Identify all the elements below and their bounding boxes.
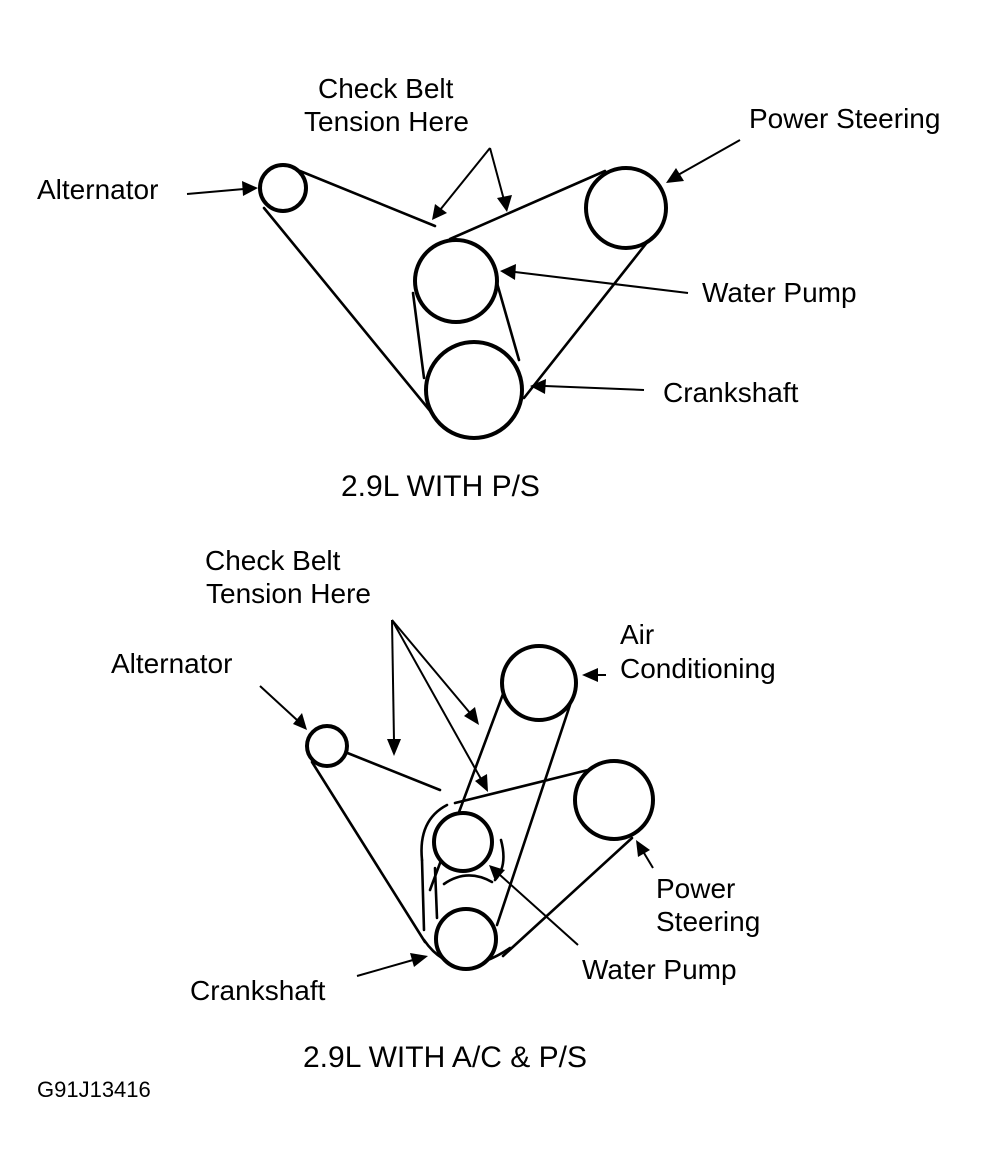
diagram-top: Check Belt Tension Here Power Steering A…	[37, 73, 940, 503]
alternator-pulley	[305, 724, 349, 768]
power-steering-pulley	[584, 166, 668, 250]
label-alternator: Alternator	[111, 648, 232, 679]
power-steering-leader	[636, 840, 654, 869]
air-conditioning-pulley	[500, 644, 578, 722]
label-power-steering-line2: Steering	[656, 906, 760, 937]
alternator-pulley	[258, 163, 308, 213]
alternator-leader	[259, 685, 307, 730]
caption-top: 2.9L WITH P/S	[341, 470, 540, 503]
check-belt-arrows	[387, 619, 488, 792]
crankshaft-pulley	[424, 340, 524, 440]
label-alternator: Alternator	[37, 174, 158, 205]
power-steering-pulley	[573, 759, 655, 841]
label-check-belt-line1: Check Belt	[205, 545, 341, 576]
label-crankshaft: Crankshaft	[190, 975, 326, 1006]
label-check-belt-line2: Tension Here	[304, 106, 469, 137]
caption-bottom: 2.9L WITH A/C & P/S	[303, 1041, 587, 1074]
crankshaft-leader	[356, 953, 428, 977]
water-pump-leader	[500, 264, 689, 294]
label-check-belt-line1: Check Belt	[318, 73, 454, 104]
water-pump-pulley	[413, 238, 499, 324]
label-power-steering: Power Steering	[749, 103, 940, 134]
label-power-steering-line1: Power	[656, 873, 735, 904]
label-air-line1: Air	[620, 619, 654, 650]
water-pump-leader	[489, 865, 579, 946]
crankshaft-leader	[530, 379, 645, 394]
alternator-leader	[186, 181, 258, 196]
power-steering-leader	[666, 139, 741, 183]
crankshaft-pulley	[434, 907, 498, 971]
label-water-pump: Water Pump	[702, 277, 857, 308]
label-check-belt-line2: Tension Here	[206, 578, 371, 609]
air-conditioning-leader	[582, 668, 606, 682]
belt-top	[262, 169, 662, 435]
diagram-bottom: Check Belt Tension Here Air Conditioning…	[111, 545, 776, 1074]
label-air-line2: Conditioning	[620, 653, 776, 684]
figure-code: G91J13416	[37, 1077, 151, 1102]
label-water-pump: Water Pump	[582, 954, 737, 985]
check-belt-arrows	[432, 147, 512, 220]
water-pump-pulley	[432, 811, 494, 873]
label-crankshaft: Crankshaft	[663, 377, 799, 408]
